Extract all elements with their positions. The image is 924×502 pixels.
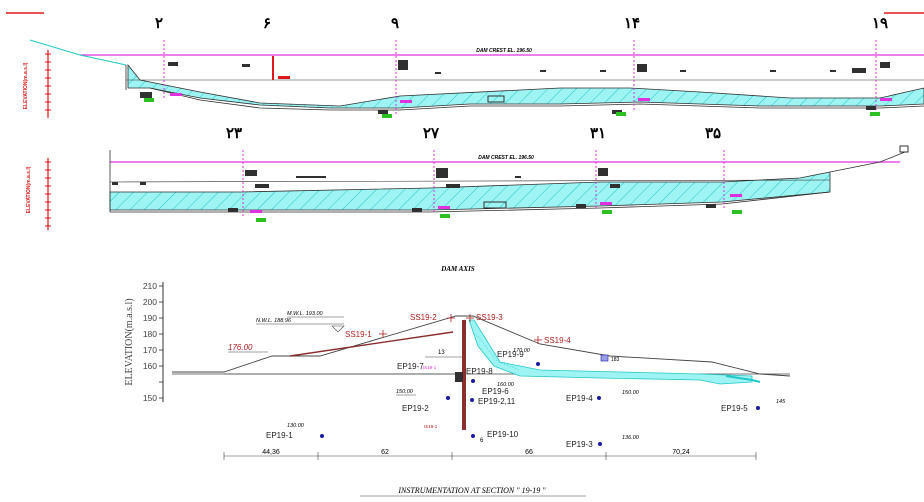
embankment-outline [172, 315, 791, 377]
nwl-label: N.W.L. 188.96 [256, 318, 292, 324]
elevation-mark: 160.00 [497, 382, 515, 388]
elevation-mark: 150.00 [396, 389, 414, 395]
y-tick-label: 200 [143, 297, 157, 307]
piezometer-label: EP19-1 [266, 431, 293, 440]
y-tick-label: 210 [143, 281, 157, 291]
y-tick-label: 180 [143, 329, 157, 339]
piezometer-label: EP19-6 [482, 387, 509, 396]
piezometer-label: EP19-8 [466, 367, 493, 376]
axis-label: ELEVATION(m.a.s.l) [23, 62, 29, 109]
settlement-label: SS19-4 [544, 336, 571, 345]
y-axis-label: ELEVATION(m.a.s.l) [124, 298, 135, 385]
axis-label: ELEVATION(m.a.s.l) [26, 166, 32, 213]
settlement-label: SS19-1 [345, 330, 372, 339]
elevation-mark: 130.00 [287, 423, 305, 429]
piezometer-label: EP19-2,11 [478, 397, 516, 406]
dimension-label: 44,36 [262, 449, 280, 456]
section-number: ۱۴ [624, 15, 640, 32]
cross-section: 210 200 190 180 170 160 150 ELEVATION(m.… [124, 281, 791, 497]
y-tick-label: 160 [143, 361, 157, 371]
piezometer-label: EP19-4 [566, 394, 593, 403]
annotation: IS19-1 [423, 365, 437, 370]
piezometer-label: EP19-2 [402, 404, 429, 413]
inclinometer-column [462, 320, 466, 430]
section-number: ۲۷ [423, 125, 440, 142]
section-number: ۲۳ [226, 125, 242, 142]
elevation-mark: 170.00 [513, 348, 531, 354]
settlement-label: SS19-3 [476, 313, 503, 322]
upper-longitudinal-section: ۲ ۶ ۹ ۱۴ ۱۹ ELEVATION(m.a.s.l) DAM CREST… [23, 15, 924, 118]
dam-axis-label: DAM AXIS [440, 265, 475, 273]
elevation-mark: 136.00 [622, 435, 640, 441]
elevation-mark: 150.00 [622, 390, 640, 396]
crest-label: DAM CREST EL. 196.50 [476, 48, 532, 54]
y-tick-label: 170 [143, 345, 157, 355]
piezometer-label: EP19-9 [497, 350, 524, 359]
dimension-label: 62 [381, 449, 389, 456]
dam-body [127, 63, 924, 109]
elevation-mark: 176.00 [228, 343, 253, 352]
annotation: 13 [438, 350, 445, 356]
annotation: IS19-1 [424, 424, 438, 429]
cross-section-title: INSTRUMENTATION AT SECTION " 19-19 " [397, 486, 546, 495]
piezometer-label: EP19-5 [721, 404, 748, 413]
clay-core [468, 319, 753, 385]
dimension-label: 70,24 [672, 449, 690, 456]
y-tick-label: 150 [143, 393, 157, 403]
dimension-label: 66 [525, 449, 533, 456]
section-number: ۲ [155, 15, 163, 32]
section-number: ۹ [391, 15, 399, 32]
piezometer-label: EP19-10 [487, 430, 519, 439]
settlement-label: SS19-2 [410, 313, 437, 322]
mwl-label: M.W.L. 193.00 [287, 311, 324, 317]
lower-longitudinal-section: ۲۳ ۲۷ ۳۱ ۳۵ ELEVATION(m.a.s.l) DAM CREST… [26, 125, 909, 230]
section-number: ۶ [263, 15, 271, 32]
crest-label: DAM CREST EL. 196.50 [478, 155, 534, 161]
piezometer-label: EP19-7 [397, 362, 424, 371]
section-number: ۳۱ [590, 125, 606, 142]
piezometer-label: EP19-3 [566, 440, 593, 449]
elevation-mark: 145 [776, 399, 786, 405]
section-number: ۱۹ [872, 15, 888, 32]
annotation: 6 [480, 438, 484, 444]
section-number: ۳۵ [705, 125, 721, 142]
annotation: 183 [611, 357, 620, 363]
y-tick-label: 190 [143, 313, 157, 323]
